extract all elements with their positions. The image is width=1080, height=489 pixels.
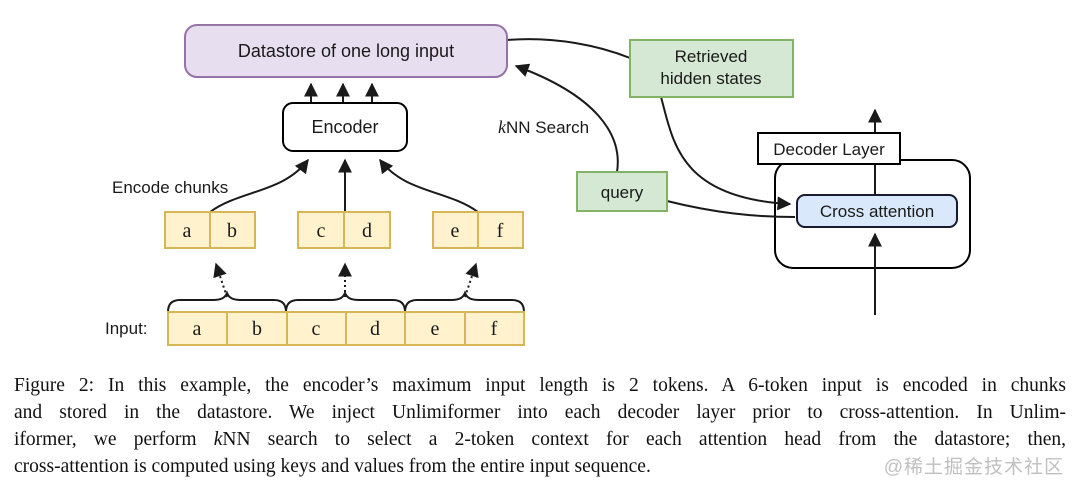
chunk3-to-encoder-arrow [379,158,479,213]
decoder-layer-title-box [757,132,901,165]
chunk-token-label: c [317,220,326,242]
chunk-token-label: e [451,220,460,242]
figure-caption: Figure 2: In this example, the encoder’s… [14,372,1066,480]
input-token-label: f [491,318,498,340]
knn-search-arrow [514,63,619,173]
encode-chunks-label: Encode chunks [112,178,228,197]
caption-line-1: Figure 2: In this example, the encoder’s… [14,375,1066,396]
decoder-layer-label: Decoder Layer [773,140,885,159]
figure-diagram: Datastore of one long input Encoder a b … [105,24,971,346]
cross-attention-box [796,194,958,228]
input-brace-1 [167,290,287,313]
datastore-to-retrieved-line [506,38,631,59]
caption-line-4: cross-attention is computed using keys a… [14,456,651,477]
input-row-label: Input: [105,319,148,338]
query-box [576,171,668,212]
chunk-token-cell [477,211,524,249]
chunk-token-cell [297,211,345,249]
encoder-label: Encoder [311,117,378,137]
datastore-box [184,24,508,78]
encoder-box [282,102,408,152]
datastore-label: Datastore of one long input [238,41,454,61]
caption-line-3: iformer, we perform kNN search to select… [14,429,1066,450]
input-token-label: c [312,318,321,340]
chunk-token-label: d [362,220,372,242]
chunk-token-cell [209,211,256,249]
input-token-cell [167,311,228,346]
chunk-token-label: b [227,220,237,242]
retrieved-to-cross-attention-arrow [660,96,792,211]
retrieved-hidden-states-label-line1: Retrieved [675,47,748,66]
input-token-label: b [252,318,262,340]
retrieved-hidden-states-label-line2: hidden states [660,69,761,88]
chunk-token-label: f [497,220,504,242]
input-token-cell [226,311,288,346]
watermark: @稀土掘金技术社区 [883,457,1064,478]
chunk-token-label: a [183,220,192,242]
caption-line-2: and stored in the datastore. We inject U… [14,402,1066,423]
retrieved-hidden-states-box [629,39,794,98]
input-to-chunk1-dotted-arrow [213,262,228,298]
cross-attention-to-query-line [666,200,796,218]
input-token-label: a [193,318,202,340]
knn-search-label: kNN Search [498,117,589,137]
input-brace-3 [404,290,525,313]
cross-attention-label: Cross attention [820,202,934,221]
chunk-token-cell [343,211,391,249]
input-brace-2 [285,290,406,313]
input-token-label: d [370,318,380,340]
input-token-cell [286,311,347,346]
chunk-token-cell [432,211,479,249]
input-token-cell [464,311,525,346]
input-token-cell [404,311,466,346]
input-token-label: e [431,318,440,340]
input-to-chunk3-dotted-arrow [464,262,479,298]
query-label: query [601,183,644,202]
chunk1-to-encoder-arrow [209,158,309,213]
